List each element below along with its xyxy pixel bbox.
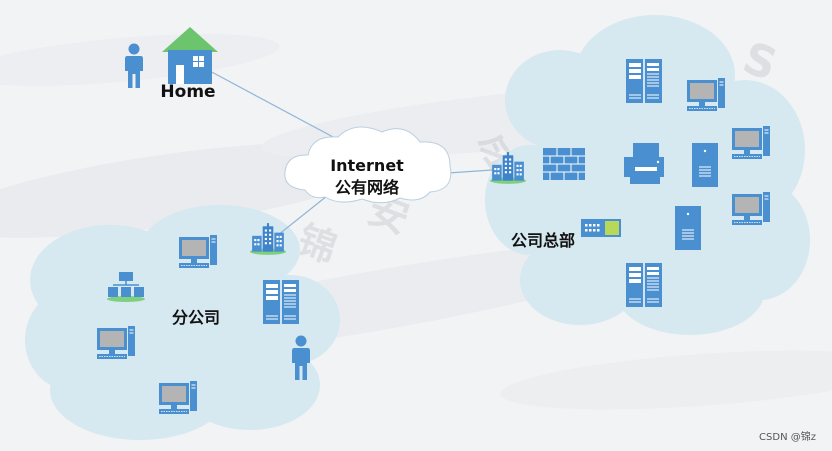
hierarchy-icon <box>107 272 145 302</box>
firewall-icon <box>543 148 585 180</box>
public-network-label: 公有网络 <box>335 178 399 197</box>
link-branch-internet <box>277 191 333 236</box>
home-label: Home <box>160 82 215 102</box>
csdn-watermark: CSDN @锦z <box>759 430 816 443</box>
branch-desktop-icon <box>178 235 218 269</box>
link-internet-hq <box>447 169 493 174</box>
internet-cloud <box>284 126 452 204</box>
printer-icon <box>624 143 664 184</box>
branch-desktop-icon <box>158 381 198 415</box>
link-home-internet <box>207 69 349 146</box>
branch-label: 分公司 <box>172 308 220 327</box>
branch-server-rack-icon <box>263 280 299 324</box>
house-icon <box>162 27 218 84</box>
switch-icon <box>581 219 621 237</box>
network-links <box>207 69 493 236</box>
hq-server-rack-icon <box>626 59 662 103</box>
hq-desktop-icon <box>731 192 771 226</box>
hq-label: 公司总部 <box>511 231 575 250</box>
hq-desktop-icon <box>686 78 726 112</box>
hq-tower-server-icon <box>674 206 702 250</box>
hq-tower-server-icon <box>692 143 718 187</box>
branch-desktop-icon <box>96 326 136 360</box>
hq-desktop-icon <box>731 126 771 160</box>
internet-label: Internet <box>330 156 404 175</box>
hq-server-rack-icon <box>626 263 662 307</box>
